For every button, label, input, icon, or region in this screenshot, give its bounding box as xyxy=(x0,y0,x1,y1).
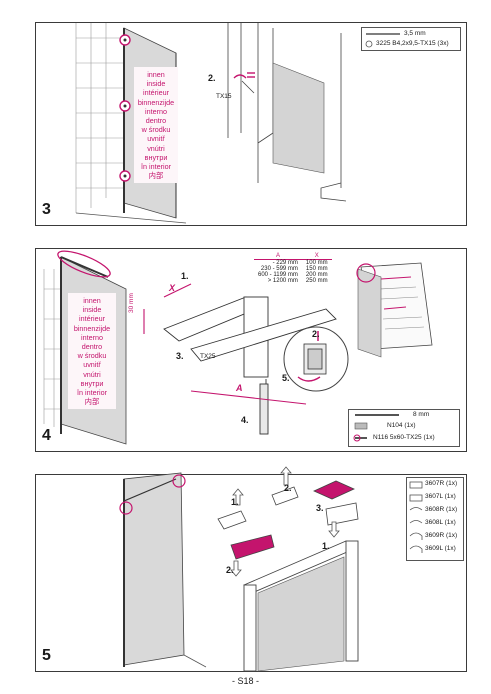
step-5-callout-1b: 1. xyxy=(322,541,330,551)
step-4-drill-size: 8 mm xyxy=(413,411,430,418)
step-4-tool-label: TX25 xyxy=(200,353,216,360)
step-5-illustration xyxy=(119,466,359,672)
table-cell: 100 mm xyxy=(305,260,328,266)
lang-ro: în interior xyxy=(77,388,107,398)
step-3-drill-size: 3,5 mm xyxy=(404,30,426,37)
dimension-table: A X - 229 mm 100 mm 230 - 599 mm 150 mm … xyxy=(254,253,332,284)
step-5-callout-1: 1. xyxy=(231,497,239,507)
lang-es: dentro xyxy=(81,342,103,352)
part-3608L: 3608L (1x) xyxy=(425,519,456,526)
lang-sk: vnútri xyxy=(147,143,165,153)
step-4-callout-3: 3. xyxy=(176,351,184,361)
step-4-parts-box: 8 mm N104 (1x) N116 5x60-TX25 (1x) xyxy=(348,409,460,447)
dimension-x-label: X xyxy=(169,283,176,293)
table-header-a: A xyxy=(254,253,302,260)
lang-de: innen xyxy=(83,296,101,305)
table-row: 600 - 1199 mm 200 mm xyxy=(254,272,332,278)
table-cell: 150 mm xyxy=(305,266,328,272)
lang-cs: uvnitř xyxy=(147,134,165,144)
table-row: 230 - 599 mm 150 mm xyxy=(254,266,332,272)
step-3-tool-label: TX15 xyxy=(216,93,232,100)
lang-it: interno xyxy=(81,332,103,342)
parts-icons xyxy=(353,414,399,442)
lang-ru: внутри xyxy=(144,152,168,162)
step-4-plug-spec: N104 (1x) xyxy=(387,422,416,429)
table-row: > 1200 mm 250 mm xyxy=(254,278,332,284)
part-3607R: 3607R (1x) xyxy=(425,480,458,487)
lang-nl: binnenzijde xyxy=(73,323,111,333)
table-cell: 200 mm xyxy=(305,272,328,278)
lang-pl: w środku xyxy=(77,351,107,361)
table-cell: 600 - 1199 mm xyxy=(258,272,298,278)
step-4-callout-1: 1. xyxy=(181,271,189,281)
step-3-screw-spec: 3225 B4,2x9,5-TX15 (3x) xyxy=(376,40,449,47)
step-4-callout-4: 4. xyxy=(241,415,249,425)
part-3608R: 3608R (1x) xyxy=(425,506,458,513)
table-header-x: X xyxy=(301,253,332,260)
table-cell: 250 mm xyxy=(305,278,328,284)
lang-nl: binnenzijde xyxy=(137,97,175,107)
lang-ru: внутри xyxy=(80,378,104,388)
step-number: 3 xyxy=(42,201,51,218)
lang-de: innen xyxy=(147,70,165,79)
part-3609R: 3609R (1x) xyxy=(425,532,458,539)
step-3-parts-box: 3,5 mm 3225 B4,2x9,5-TX15 (3x) xyxy=(361,27,461,51)
step-number: 4 xyxy=(42,427,51,444)
step-3-illustration xyxy=(75,23,347,224)
lang-zh: 内部 xyxy=(148,171,164,181)
step-5-parts-box: 3607R (1x) 3607L (1x) 3608R (1x) 3608L (… xyxy=(406,477,464,561)
table-row: - 229 mm 100 mm xyxy=(254,260,332,266)
lang-pl: w środku xyxy=(141,125,171,135)
lang-cs: uvnitř xyxy=(83,360,101,370)
step-5-callout-2b: 2. xyxy=(226,565,234,575)
step-5-callout-2: 2. xyxy=(284,483,292,493)
lang-ro: în interior xyxy=(141,162,171,172)
table-cell: 230 - 599 mm xyxy=(260,266,298,272)
drill-bit-icon xyxy=(365,33,400,48)
step-5-panel: 1. 2. 3. 1. 2. 3607R (1x) 3607L (1x) 360… xyxy=(35,466,467,672)
step-3-callout-2: 2. xyxy=(208,73,216,83)
lang-fr: intérieur xyxy=(143,88,169,98)
step-4-screw-spec: N116 5x60-TX25 (1x) xyxy=(373,434,435,441)
lang-it: interno xyxy=(145,106,167,116)
lang-fr: intérieur xyxy=(79,314,105,324)
step-4-panel: innen inside intérieur binnenzijde inter… xyxy=(35,248,467,452)
dimension-30mm-label: 30 mm xyxy=(128,293,135,313)
multilang-inside-label: innen inside intérieur binnenzijde inter… xyxy=(68,293,116,410)
lang-zh: 内部 xyxy=(84,397,100,407)
step-5-callout-3: 3. xyxy=(316,503,324,513)
step-4-callout-2: 2. xyxy=(312,329,320,339)
lang-es: dentro xyxy=(145,116,167,126)
part-3607L: 3607L (1x) xyxy=(425,493,456,500)
lang-sk: vnútri xyxy=(83,369,101,379)
step-3-panel: innen inside intérieur binnenzijde inter… xyxy=(35,22,467,226)
table-cell: - 229 mm xyxy=(272,260,298,266)
multilang-inside-label: innen inside intérieur binnenzijde inter… xyxy=(134,67,178,184)
page-number: - S18 - xyxy=(231,676,259,686)
table-cell: > 1200 mm xyxy=(267,278,298,284)
dimension-a-label: A xyxy=(236,383,243,393)
step-4-callout-5: 5. xyxy=(282,373,290,383)
step-number: 5 xyxy=(42,647,51,664)
profile-parts-icons xyxy=(409,481,423,553)
lang-en: inside xyxy=(82,305,102,315)
lang-en: inside xyxy=(146,79,166,89)
part-3609L: 3609L (1x) xyxy=(425,545,456,552)
